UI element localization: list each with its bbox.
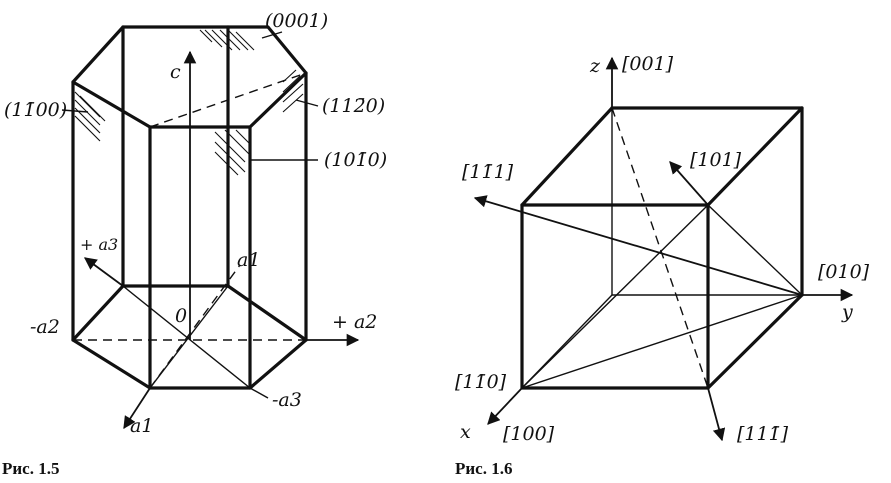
z-axis-label: z	[589, 55, 601, 77]
plane-1100-label: (11̄00)	[4, 99, 67, 121]
cubic-cell-figure: z [001] [11̄1] [101] [010] y [11̄0] x [1…	[455, 53, 870, 478]
a1-lower-label: a1	[130, 415, 153, 437]
hatch-0001-plane	[199, 29, 255, 51]
a1-upper-label: a1	[237, 249, 260, 271]
dir-101-label: [101]	[690, 149, 742, 171]
construction-dashes	[73, 72, 307, 389]
dashed-111-line	[611, 107, 709, 389]
dir-111-top-label: [11̄1]	[462, 161, 514, 183]
plane-1120-label: (112̄0)	[322, 95, 385, 117]
hatch-1100-plane	[74, 91, 106, 142]
hatch-1010-plane	[214, 129, 251, 176]
origin-label: 0	[175, 305, 187, 327]
y-axis-label: y	[841, 301, 853, 323]
dir-010-label: [010]	[818, 261, 870, 283]
minus-a3-label: -a3	[272, 389, 302, 411]
dir-101-arrow	[669, 161, 709, 206]
dir-110-label: [11̄0]	[455, 371, 507, 393]
minus-a2-label: -a2	[30, 316, 60, 338]
a1-axis	[123, 387, 151, 430]
dir-111-top-arrow	[473, 195, 803, 296]
dir-100-label: [100]	[503, 423, 555, 445]
x-axis-label: x	[460, 421, 471, 443]
leader-lines	[61, 31, 319, 161]
dir-111-bottom-label: [111̄]	[737, 423, 789, 445]
prism-vertical-edges	[71, 25, 308, 390]
hexagonal-prism-figure: (0001) (11̄00) (112̄0) (101̄0) c + a3 a1…	[2, 10, 387, 478]
x-axis	[487, 387, 523, 425]
dir-111-bottom-arrow	[707, 387, 726, 442]
plus-a3-label: + a3	[80, 235, 118, 254]
dir-001-label: [001]	[622, 53, 674, 75]
figure-1-5-caption: Рис. 1.5	[2, 459, 59, 478]
plane-1010-label: (101̄0)	[324, 149, 387, 171]
figure-1-6-caption: Рис. 1.6	[455, 459, 512, 478]
plane-0001-label: (0001)	[265, 10, 328, 32]
direction-lines	[521, 204, 803, 389]
c-axis-label: c	[170, 61, 181, 83]
plus-a2-label: + a2	[332, 311, 377, 333]
plus-a3-axis	[83, 257, 124, 287]
